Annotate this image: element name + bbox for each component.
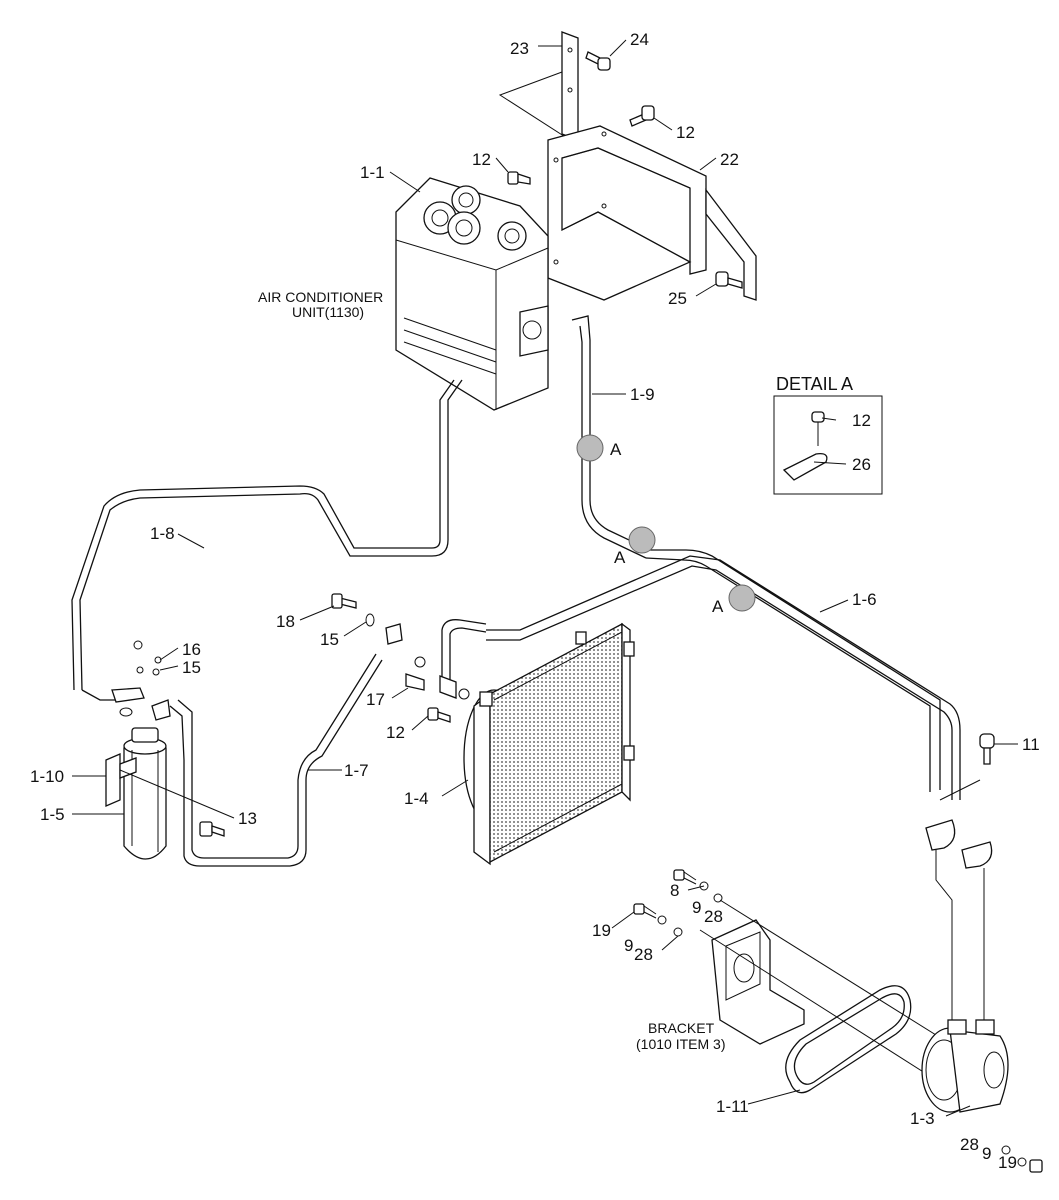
callout-17: 17: [366, 690, 385, 709]
callout-15-upper: 15: [320, 630, 339, 649]
bracket-label-line2: (1010 ITEM 3): [636, 1036, 725, 1052]
callout-1-7: 1-7: [344, 761, 369, 780]
air-conditioner-unit: [395, 177, 549, 411]
bolt-12-top: [629, 105, 655, 127]
drier-bracket-1-10: [105, 753, 137, 807]
callout-1-8: 1-8: [150, 524, 175, 543]
callout-19-left: 19: [592, 921, 611, 940]
bolt-13: [199, 821, 225, 837]
marker-a-3-label: A: [712, 597, 724, 616]
callout-28-upper: 28: [704, 907, 723, 926]
callout-13: 13: [238, 809, 257, 828]
callout-1-4: 1-4: [404, 789, 429, 808]
compressor-bracket: [699, 899, 961, 1081]
detail-callout-12: 12: [852, 411, 871, 430]
callout-1-10: 1-10: [30, 767, 64, 786]
callout-1-3: 1-3: [910, 1109, 935, 1128]
fittings-left: [111, 640, 171, 721]
callout-19-bottom: 19: [998, 1153, 1017, 1172]
callout-18: 18: [276, 612, 295, 631]
bracket-22: [547, 125, 757, 301]
condenser: [463, 622, 635, 866]
callout-15-lower: 15: [182, 658, 201, 677]
callout-9-upper: 9: [692, 898, 701, 917]
bolt-25: [715, 271, 743, 289]
detail-a-box: [773, 395, 883, 495]
receiver-drier: [123, 727, 167, 860]
hose-condenser-inlet: [441, 619, 487, 690]
callout-11: 11: [1022, 735, 1040, 754]
bolt-24: [585, 51, 611, 71]
leader-lines: [72, 39, 1018, 1117]
callout-22: 22: [720, 150, 739, 169]
callout-1-9: 1-9: [630, 385, 655, 404]
marker-a-2: [628, 526, 656, 554]
callout-8: 8: [670, 881, 679, 900]
bolt-11: [979, 733, 995, 765]
marker-a-2-label: A: [614, 548, 626, 567]
callout-28-lower: 28: [634, 945, 653, 964]
callout-1-6: 1-6: [852, 590, 877, 609]
callout-28-bottom: 28: [960, 1135, 979, 1154]
hose-1-8: [71, 379, 463, 701]
compressor: [921, 1019, 1009, 1113]
hose-end-fittings: [925, 779, 993, 1020]
marker-a-1-label: A: [610, 440, 622, 459]
callout-16: 16: [182, 640, 201, 659]
callout-9-lower: 9: [624, 936, 633, 955]
callout-24: 24: [630, 30, 649, 49]
callout-1-1: 1-1: [360, 163, 385, 182]
callout-23: 23: [510, 39, 529, 58]
unit-label-line1: AIR CONDITIONER: [258, 289, 383, 305]
drive-belt: [785, 985, 912, 1094]
detail-a-title: DETAIL A: [776, 374, 853, 394]
hose-1-6: [486, 549, 961, 800]
callout-9-bottom: 9: [982, 1144, 991, 1163]
bolt-12-left: [507, 171, 531, 185]
callout-25: 25: [668, 289, 687, 308]
callout-12-left: 12: [472, 150, 491, 169]
bracket-label-line1: BRACKET: [648, 1020, 715, 1036]
callout-1-11: 1-11: [716, 1097, 749, 1116]
callout-1-5: 1-5: [40, 805, 65, 824]
hose-1-7: [169, 653, 383, 867]
callout-12-mid: 12: [386, 723, 405, 742]
bolts-bracket: [633, 869, 723, 937]
marker-a-3: [728, 584, 756, 612]
hose-1-9: [571, 315, 651, 559]
marker-a-1: [576, 434, 604, 462]
fittings-middle: [331, 593, 470, 723]
callout-12-top: 12: [676, 123, 695, 142]
unit-label-line2: UNIT(1130): [292, 304, 364, 320]
bolts-compressor: [1001, 1145, 1043, 1173]
detail-callout-26: 26: [852, 455, 871, 474]
